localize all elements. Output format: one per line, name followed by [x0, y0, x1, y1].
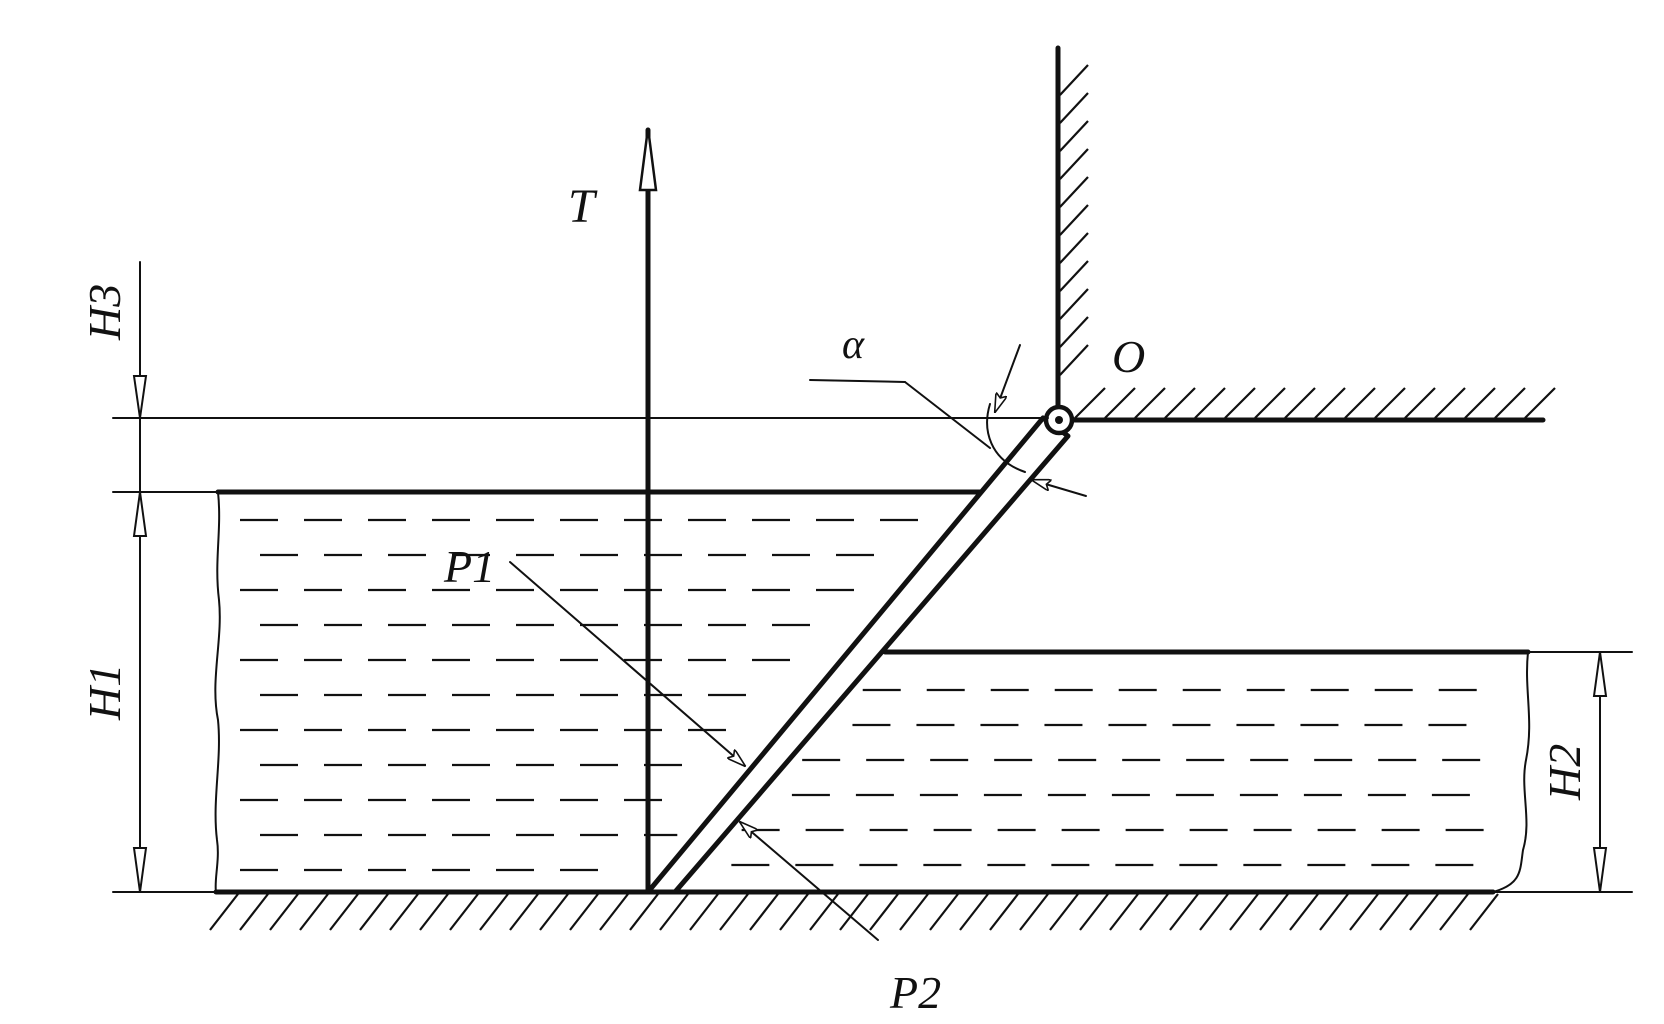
ceiling-hatch-line [1224, 387, 1256, 419]
label-t: T [568, 180, 598, 233]
ground-hatch-line [1409, 893, 1439, 931]
inclined-gate [645, 415, 1071, 895]
ground-hatch-line [419, 893, 449, 931]
wall-hatch-line [1059, 260, 1089, 292]
wall-hatch-line [1059, 148, 1089, 180]
ground-hatch-line [1229, 893, 1259, 931]
ceiling-hatch-line [1344, 387, 1376, 419]
left-liquid [214, 489, 993, 893]
ground-hatch-line [209, 893, 239, 931]
ground-hatch-line [1139, 893, 1169, 931]
ground-hatch-line [839, 893, 869, 931]
ground-hatch-line [809, 893, 839, 931]
ceiling-hatch-line [1074, 387, 1106, 419]
dimension-h2 [1592, 651, 1608, 893]
ground-hatch-line [1079, 893, 1109, 931]
label-alpha: α [842, 322, 865, 368]
wall-hatch-line [1059, 120, 1089, 152]
upper-ceiling [1055, 387, 1556, 423]
ground-hatch-line [449, 893, 479, 931]
ground-hatch-line [1319, 893, 1349, 931]
ground-hatch-line [479, 893, 509, 931]
ground-hatch-line [239, 893, 269, 931]
ground-hatch-line [929, 893, 959, 931]
wall-hatch-line [1059, 92, 1089, 124]
vertical-wall [1055, 45, 1089, 421]
ground-hatch-line [1469, 893, 1499, 931]
ceiling-hatch-line [1494, 387, 1526, 419]
ceiling-hatch-line [1314, 387, 1346, 419]
dimension-h3 [132, 261, 148, 493]
wall-hatch-line [1059, 288, 1089, 320]
ground-hatch-line [1049, 893, 1079, 931]
label-h3: H3 [79, 284, 130, 341]
ground-hatch-line [1109, 893, 1139, 931]
ceiling-hatch-line [1404, 387, 1436, 419]
label-p1: P1 [443, 541, 495, 592]
ground-hatch-line [1349, 893, 1379, 931]
ground-hatch-line [689, 893, 719, 931]
ground-hatch-line [1289, 893, 1319, 931]
ground-floor [209, 889, 1499, 931]
ceiling-hatch-line [1434, 387, 1466, 419]
ceiling-hatch-line [1194, 387, 1226, 419]
label-h2: H2 [1539, 744, 1590, 801]
ceiling-hatch-line [1464, 387, 1496, 419]
wall-hatch-line [1059, 344, 1089, 376]
ceiling-hatch-line [1524, 387, 1556, 419]
wall-hatch-line [1059, 176, 1089, 208]
ground-hatch-line [569, 893, 599, 931]
ceiling-hatch-line [1164, 387, 1196, 419]
ground-hatch-line [329, 893, 359, 931]
ground-hatch-line [1259, 893, 1289, 931]
wall-hatch-line [1059, 232, 1089, 264]
ground-hatch-line [959, 893, 989, 931]
right-liquid [731, 649, 1531, 893]
dimension-h1 [132, 491, 148, 893]
ceiling-hatch-line [1374, 387, 1406, 419]
ground-hatch-line [389, 893, 419, 931]
label-h1: H1 [79, 664, 130, 721]
ground-hatch-line [989, 893, 1019, 931]
ground-hatch-line [509, 893, 539, 931]
wall-hatch-line [1059, 64, 1089, 96]
ceiling-hatch-line [1254, 387, 1286, 419]
ground-hatch-line [1019, 893, 1049, 931]
ground-hatch-line [269, 893, 299, 931]
ground-hatch-line [299, 893, 329, 931]
force-p1-arrow [509, 561, 745, 766]
ground-hatch-line [1199, 893, 1229, 931]
force-t-arrow [638, 127, 658, 895]
ground-hatch-line [539, 893, 569, 931]
hinge-pivot [1043, 404, 1075, 436]
ground-hatch-line [1379, 893, 1409, 931]
angle-alpha-marker [809, 344, 1087, 497]
wall-hatch-line [1059, 204, 1089, 236]
ceiling-hatch-line [1284, 387, 1316, 419]
ground-hatch-line [869, 893, 899, 931]
wall-hatch-line [1059, 316, 1089, 348]
label-o: O [1112, 331, 1145, 382]
force-p2-arrow [740, 822, 879, 941]
ground-hatch-line [899, 893, 929, 931]
ground-hatch-line [629, 893, 659, 931]
ground-hatch-line [749, 893, 779, 931]
ground-hatch-line [719, 893, 749, 931]
ground-hatch-line [359, 893, 389, 931]
ceiling-hatch-line [1134, 387, 1166, 419]
ground-hatch-line [659, 893, 689, 931]
ground-hatch-line [599, 893, 629, 931]
ground-hatch-line [1169, 893, 1199, 931]
label-p2: P2 [889, 967, 941, 1018]
ground-hatch-line [1439, 893, 1469, 931]
ground-hatch-line [779, 893, 809, 931]
ceiling-hatch-line [1104, 387, 1136, 419]
